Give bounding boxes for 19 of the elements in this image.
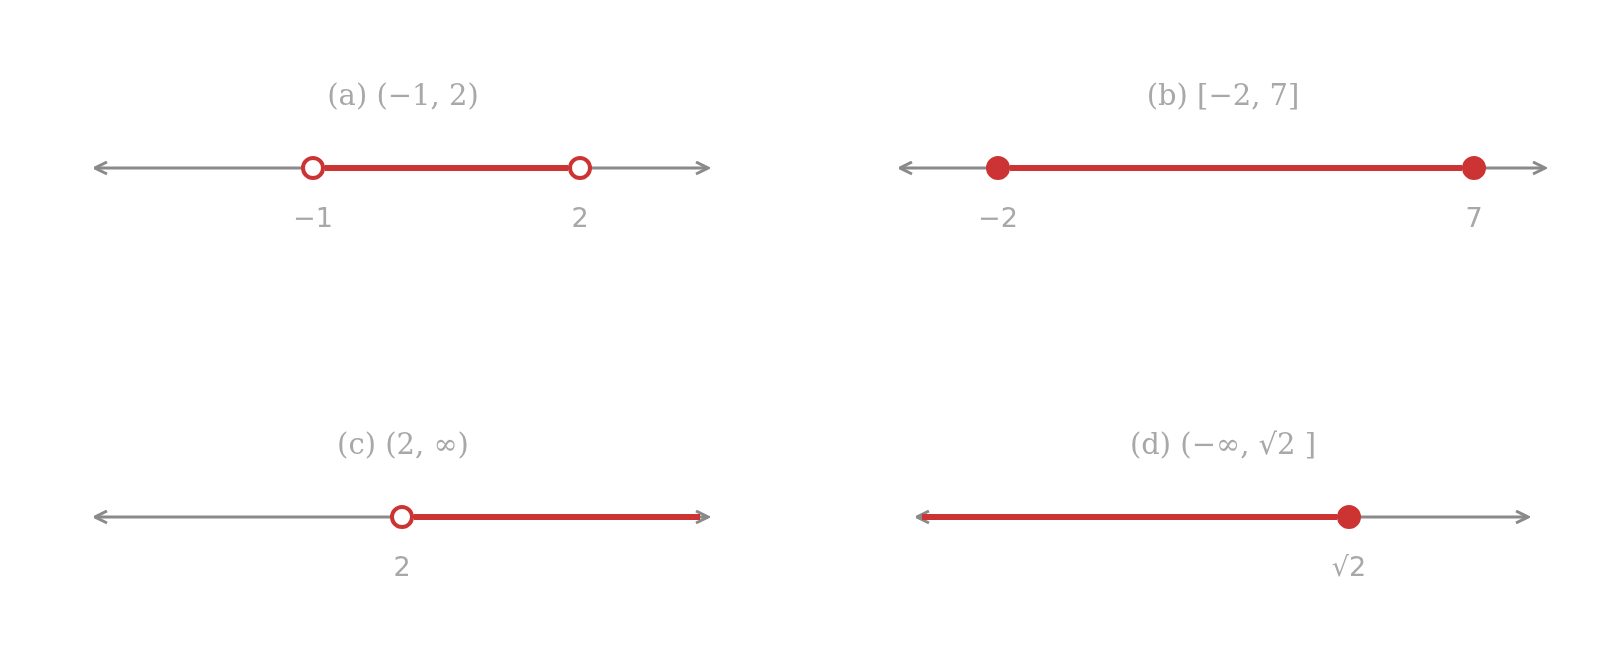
tick-label: −1	[293, 202, 333, 233]
interval-title: (c) (2, ∞)	[337, 427, 469, 461]
closed-endpoint	[1337, 505, 1361, 529]
open-endpoint	[301, 156, 325, 180]
open-endpoint	[568, 156, 592, 180]
open-endpoint	[390, 505, 414, 529]
tick-label: 2	[393, 551, 411, 582]
tick-label: −2	[978, 202, 1018, 233]
tick-label: 7	[1465, 202, 1483, 233]
interval-title: (d) (−∞, √2 ]	[1129, 427, 1317, 461]
interval-segment	[414, 514, 700, 520]
interval-title: (a) (−1, 2)	[327, 78, 479, 112]
interval-title: (b) [−2, 7]	[1146, 78, 1300, 112]
interval-segment	[1010, 165, 1462, 171]
tick-label: 2	[571, 202, 589, 233]
interval-segment	[922, 514, 1337, 520]
tick-label: √2	[1331, 551, 1367, 582]
closed-endpoint	[1462, 156, 1486, 180]
closed-endpoint	[986, 156, 1010, 180]
